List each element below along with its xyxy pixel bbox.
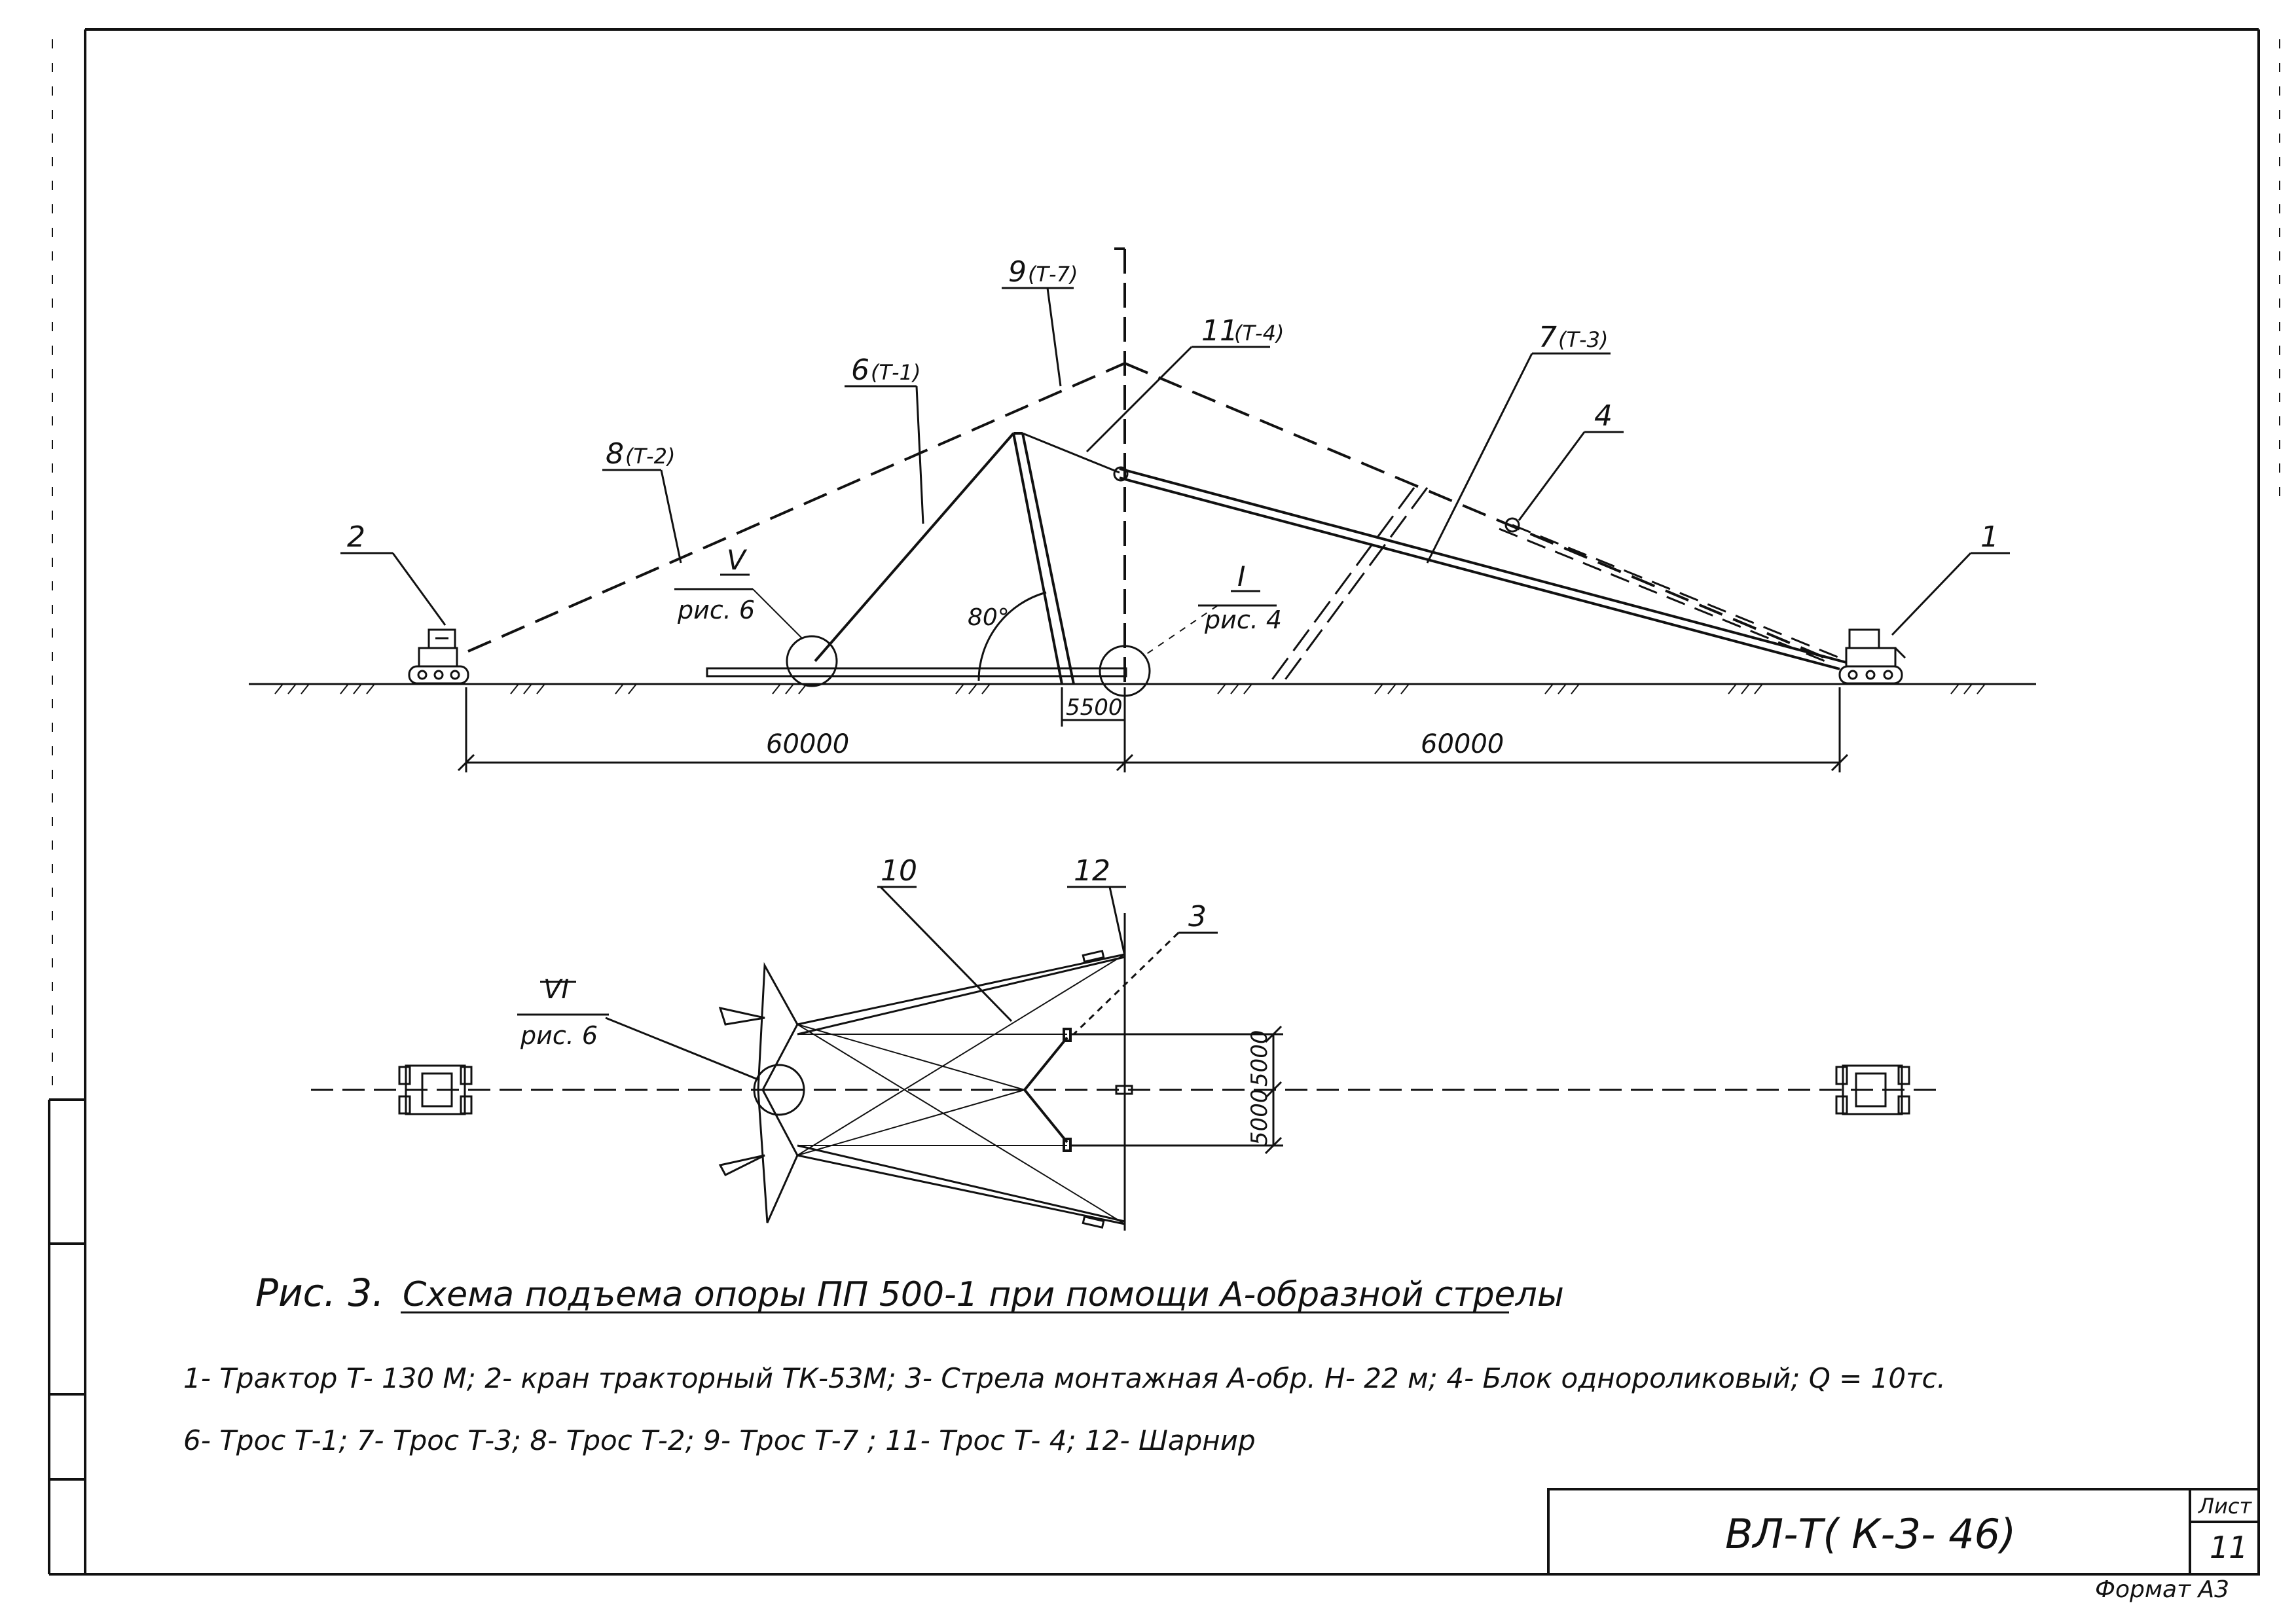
detail-circle-vi [753,1064,805,1116]
sheet-frame [48,28,2260,1576]
ground-line [249,683,2036,695]
plan-dim-lines [1070,1025,1283,1155]
title-block-sheet-label: Лист [2198,1494,2252,1519]
callout-10: 10 [881,854,917,888]
dim-right-span: 60000 [1421,729,1504,759]
callout-4: 4 [1594,399,1613,433]
title-block-code: ВЛ-Т( К-3- 46) [1725,1510,2016,1558]
title-block-sheet-number: 11 [2210,1530,2248,1565]
callout-6: 6 [851,353,869,387]
rope-t2 [467,362,1125,653]
callout-11: 11 [1201,314,1238,348]
tractor-t130m-elevation [1838,628,1906,685]
angle-label: 80° [968,604,1010,631]
callout-3: 3 [1188,900,1207,933]
callout-7-sub: (Т-3) [1558,327,1608,352]
callout-9: 9 [1008,255,1027,289]
callout-7: 7 [1539,321,1557,354]
detail-vi-ref: рис. 6 [520,1021,598,1050]
angle-arc [977,591,1047,681]
callout-leaders-elevation [340,287,2010,636]
rope-t3 [1119,467,1847,670]
detail-i-roman: I [1237,560,1245,592]
crane-tk53m-elevation [408,628,469,685]
detail-vi-roman: VI [543,975,569,1005]
callout-1: 1 [1980,520,1999,554]
plan-hinge-axis [1115,913,1133,1231]
dim-plan-lower: 5000 [1247,1089,1273,1146]
legend-line-1: 1- Трактор Т- 130 М; 2- кран тракторный … [183,1362,1946,1394]
dimension-lines [457,687,1849,772]
dim-offset: 5500 [1066,695,1123,721]
dim-plan-upper: 5000 [1247,1030,1273,1087]
detail-v-roman: V [727,544,748,576]
rope-t4 [1022,432,1120,474]
detail-i-ref: рис. 4 [1204,605,1282,634]
callout-leaders-plan [517,886,1218,1081]
legend-line-2: 6- Трос Т-1; 7- Трос Т-3; 8- Трос Т-2; 9… [183,1424,1256,1456]
callout-6-sub: (Т-1) [871,360,920,385]
rope-t1 [814,432,1015,662]
title-block [1547,1488,2260,1576]
plan-cross-ropes [797,954,1125,1225]
format-label: Формат А3 [2095,1576,2229,1603]
pulley-top-elevation [1113,466,1129,482]
callout-8: 8 [606,437,624,471]
callout-2: 2 [347,520,365,554]
detail-leaders [752,588,1218,655]
callout-11-sub: (Т-4) [1234,321,1284,346]
dim-left-span: 60000 [766,729,849,759]
a-frame-boom-elevation [1012,432,1075,685]
block-4-elevation [1504,517,1520,533]
support-raised-ghost [1267,487,1429,685]
detail-circle-v [786,635,838,687]
tractor-plan-left [398,1064,473,1115]
callout-9-sub: (Т-7) [1028,262,1078,287]
tractor-plan-right [1835,1064,1910,1115]
rope-t7 [1124,362,1834,662]
caption-title: Схема подъема опоры ПП 500-1 при помощи … [403,1275,1564,1314]
callout-12: 12 [1074,854,1110,888]
caption-prefix: Рис. 3. [255,1271,384,1315]
support-lying [706,667,1127,677]
callout-8-sub: (Т-2) [625,444,675,469]
detail-v-ref: рис. 6 [677,596,755,624]
